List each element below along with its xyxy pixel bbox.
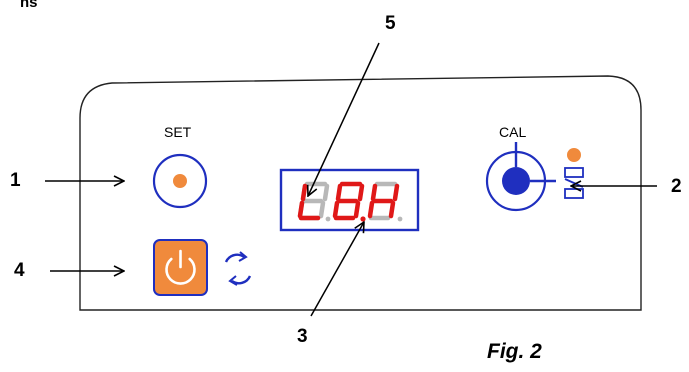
display-digit-1: [297, 181, 331, 222]
set-button[interactable]: [152, 153, 208, 209]
callout-4: 4: [14, 260, 25, 281]
callout-2: 2: [671, 176, 682, 197]
orange-led-icon: [567, 148, 581, 162]
display-digit-2: [332, 181, 366, 222]
set-button-dot-icon: [173, 174, 187, 188]
callout-arrows: [45, 42, 657, 317]
set-label: SET: [164, 124, 192, 140]
power-icon: [165, 249, 196, 285]
arrow-3: [310, 222, 364, 317]
arrow-5: [308, 42, 380, 196]
display-digit-3: [367, 181, 403, 222]
cal-label: CAL: [499, 124, 527, 140]
callout-3: 3: [297, 326, 308, 347]
figure-caption: Fig. 2: [487, 340, 542, 363]
callout-1: 1: [10, 170, 21, 191]
callout-5: 5: [385, 13, 396, 34]
cropped-heading-fragment: ns: [20, 0, 38, 11]
power-button[interactable]: [153, 239, 208, 296]
cal-knob[interactable]: [485, 142, 556, 212]
refresh-icon: [224, 251, 252, 286]
